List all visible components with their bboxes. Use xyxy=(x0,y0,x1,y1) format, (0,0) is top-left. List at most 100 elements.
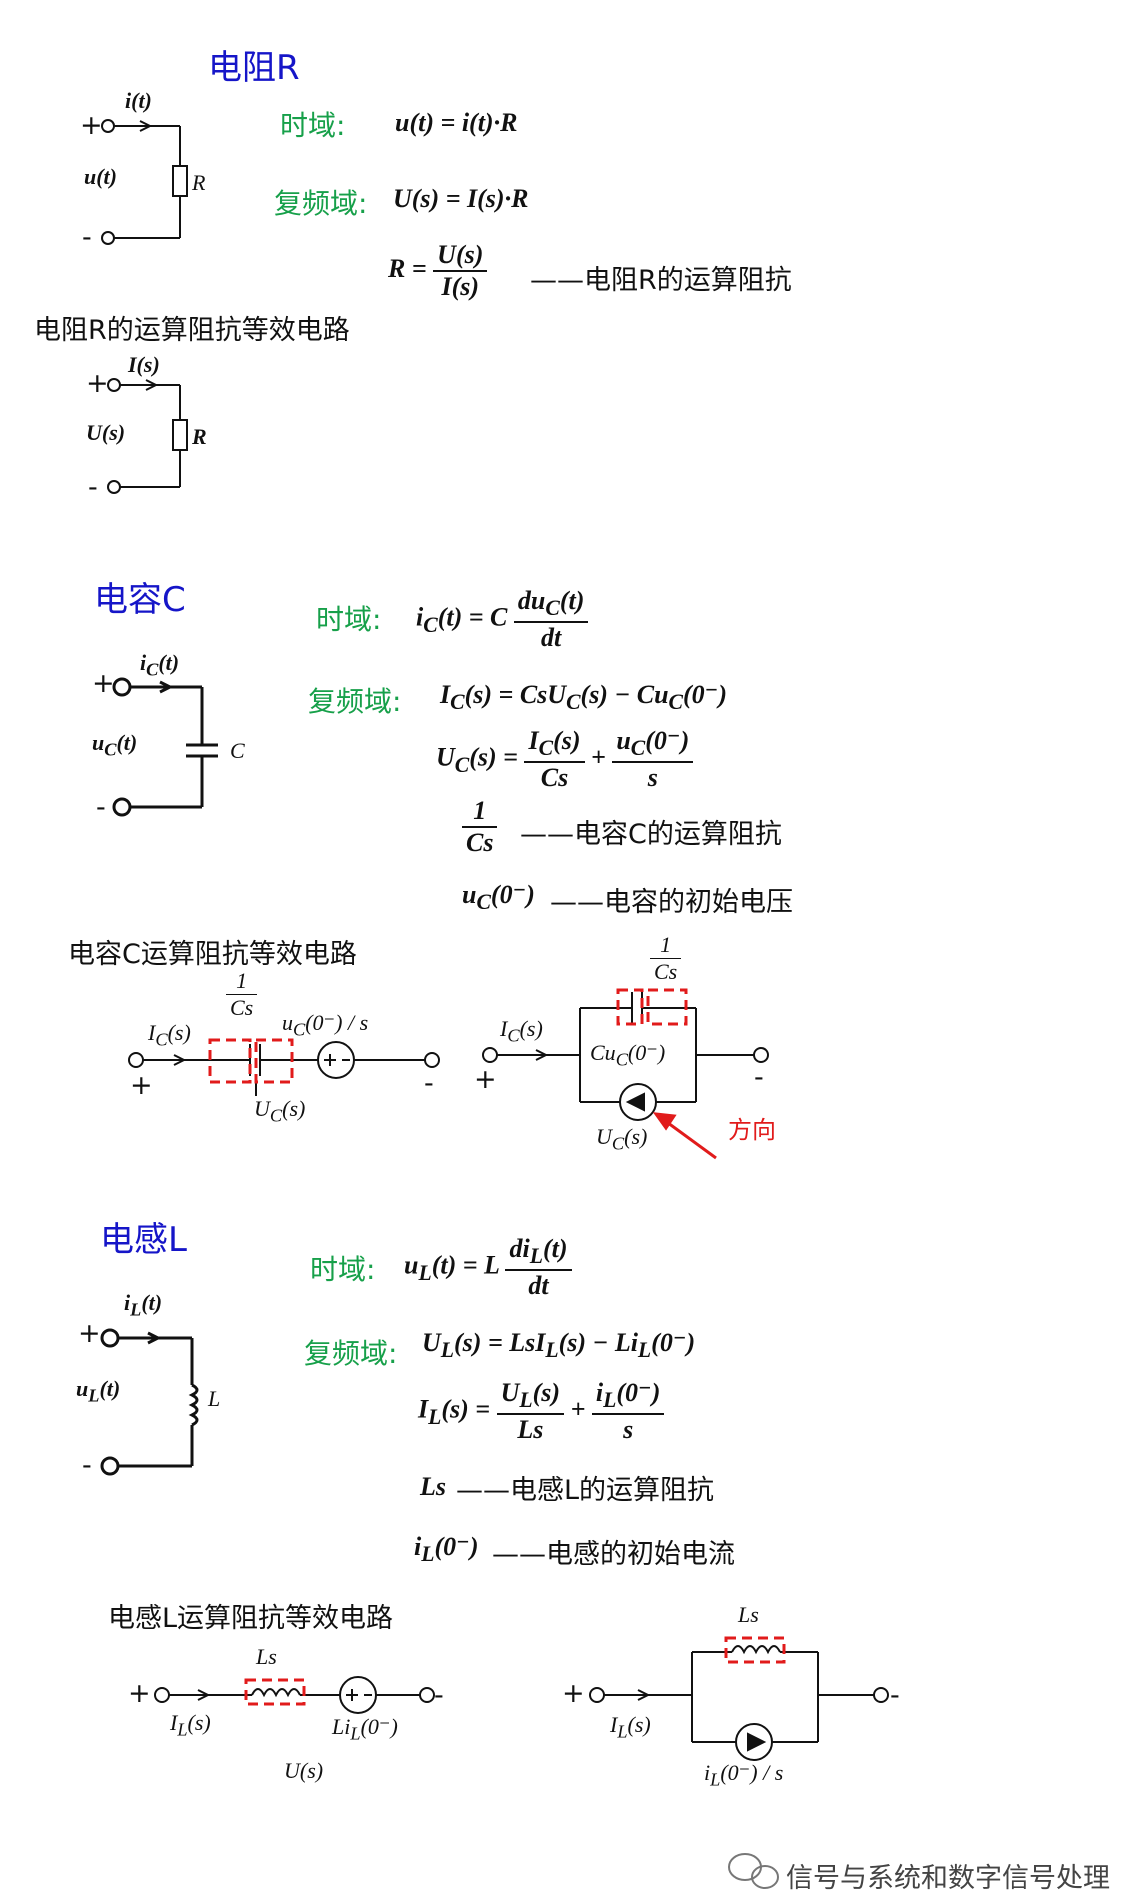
resistor-impedance: R = U(s) I(s) xyxy=(388,240,488,302)
source-arrow-icon xyxy=(747,1732,767,1752)
resistor-time-equation: u(t) = i(t)·R xyxy=(395,108,518,137)
arrow-icon xyxy=(147,1331,162,1345)
plus-terminal: + xyxy=(86,368,109,399)
time-domain-label: 时域: xyxy=(310,1253,376,1286)
highlight-box xyxy=(244,1678,306,1706)
inductor-voltage-label: uL(t) xyxy=(76,1376,121,1406)
plus-terminal: + xyxy=(562,1678,585,1709)
inductor-series-equiv xyxy=(154,1676,435,1714)
inductor-l-label: L xyxy=(208,1386,221,1411)
source-arrow-icon xyxy=(625,1092,645,1112)
parallel-impedance-label: Ls xyxy=(738,1602,759,1627)
time-domain-label: 时域: xyxy=(316,603,382,636)
direction-label: 方向 xyxy=(728,1116,776,1144)
capacitor-title: 电容C xyxy=(94,580,186,620)
minus-terminal: - xyxy=(754,1062,764,1093)
resistor-equiv-circuit xyxy=(107,378,188,494)
inductor-title: 电感L xyxy=(100,1220,187,1260)
minus-terminal: - xyxy=(890,1680,900,1711)
resistor-freq-equation: U(s) = I(s)·R xyxy=(393,184,529,213)
highlight-box xyxy=(646,988,688,1026)
inductor-impedance-note: ——电感L的运算阻抗 xyxy=(456,1475,715,1506)
plus-terminal: + xyxy=(92,668,115,699)
parallel-source-label: CuC(0⁻) xyxy=(590,1040,666,1070)
capacitor-time-equation: iC(t) = C duC(t) dt xyxy=(416,586,589,653)
capacitor-parallel-equiv xyxy=(482,992,769,1121)
inductor-current-label: iL(t) xyxy=(124,1290,163,1320)
highlight-box xyxy=(208,1038,252,1084)
minus-terminal: - xyxy=(82,222,92,253)
capacitor-voltage-label: uC(t) xyxy=(92,730,138,760)
parallel-voltage-label: UC(s) xyxy=(596,1124,648,1154)
highlight-box xyxy=(616,988,644,1026)
equiv-current-label: I(s) xyxy=(128,352,160,377)
arrow-icon xyxy=(159,680,174,694)
plus-terminal: + xyxy=(78,1318,101,1349)
parallel-current-label: IL(s) xyxy=(610,1712,651,1742)
arrow-icon xyxy=(535,1049,549,1061)
resistor-current-label: i(t) xyxy=(125,88,152,113)
inductor-freq-equation-2: IL(s) = UL(s)Ls + iL(0⁻)s xyxy=(418,1378,665,1445)
highlight-box xyxy=(254,1038,294,1084)
capacitor-c-label: C xyxy=(230,738,245,763)
series-source-label: LiL(0⁻) xyxy=(332,1714,398,1744)
wechat-icon xyxy=(728,1853,779,1889)
freq-domain-label: 复频域: xyxy=(308,685,402,718)
resistor-voltage-label: u(t) xyxy=(84,164,117,189)
capacitor-init-note: ——电容的初始电压 xyxy=(550,887,793,918)
capacitor-freq-equation-1: IC(s) = CsUC(s) − CuC(0⁻) xyxy=(440,680,728,715)
parallel-source-label: iL(0⁻) / s xyxy=(704,1760,784,1790)
minus-terminal: - xyxy=(88,472,98,503)
capacitor-impedance-note: ——电容C的运算阻抗 xyxy=(520,819,782,850)
fraction-denominator: I(s) xyxy=(441,272,480,301)
watermark-text: 信号与系统和数字信号处理 xyxy=(786,1863,1110,1894)
resistor-title: 电阻R xyxy=(208,48,300,88)
capacitor-freq-equation-2: UC(s) = IC(s)Cs + uC(0⁻)s xyxy=(436,726,694,793)
arrow-icon xyxy=(173,1054,187,1066)
time-domain-label: 时域: xyxy=(280,109,346,142)
equiv-voltage-label: U(s) xyxy=(86,420,126,445)
arrow-icon xyxy=(197,1689,211,1701)
inductor-init-current: iL(0⁻) xyxy=(414,1532,479,1567)
capacitor-init-voltage: uC(0⁻) xyxy=(462,880,535,915)
capacitor-circuit xyxy=(112,677,218,817)
plus-terminal: + xyxy=(128,1678,151,1709)
inductor-equiv-title: 电感L运算阻抗等效电路 xyxy=(108,1603,394,1634)
capacitor-current-label: iC(t) xyxy=(140,650,180,680)
inductor-freq-equation-1: UL(s) = LsIL(s) − LiL(0⁻) xyxy=(422,1328,696,1363)
inductor-init-note: ——电感的初始电流 xyxy=(492,1539,735,1570)
series-current-label: IL(s) xyxy=(170,1710,211,1740)
direction-arrow xyxy=(652,1112,717,1160)
plus-terminal: + xyxy=(80,110,103,141)
freq-domain-label: 复频域: xyxy=(274,187,368,220)
minus-terminal: - xyxy=(434,1680,444,1711)
plus-terminal: + xyxy=(474,1064,497,1095)
minus-terminal: - xyxy=(82,1450,92,1481)
equiv-r-label: R xyxy=(192,424,207,449)
arrow-icon xyxy=(637,1689,651,1701)
series-voltage-label: U(s) xyxy=(284,1758,324,1783)
series-source-label: uC(0⁻) / s xyxy=(282,1010,369,1040)
series-current-label: IC(s) xyxy=(148,1020,191,1050)
inductor-impedance: Ls xyxy=(420,1472,446,1501)
capacitor-equiv-title: 电容C运算阻抗等效电路 xyxy=(68,939,357,970)
inductor-time-equation: uL(t) = L diL(t)dt xyxy=(404,1234,572,1301)
arrow-icon xyxy=(139,120,153,132)
highlight-box xyxy=(724,1636,786,1664)
series-voltage-label: UC(s) xyxy=(254,1096,306,1126)
resistor-r-label: R xyxy=(192,170,206,195)
arrow-icon xyxy=(145,379,159,391)
parallel-current-label: IC(s) xyxy=(500,1016,543,1046)
plus-terminal: + xyxy=(130,1070,153,1101)
impedance-lhs: R = xyxy=(388,253,427,283)
inductor-circuit xyxy=(100,1328,199,1476)
series-impedance-label: Ls xyxy=(256,1644,277,1669)
inductor-parallel-equiv xyxy=(589,1645,889,1761)
resistor-impedance-note: ——电阻R的运算阻抗 xyxy=(530,265,792,296)
resistor-circuit xyxy=(101,119,188,245)
freq-domain-label: 复频域: xyxy=(304,1337,398,1370)
